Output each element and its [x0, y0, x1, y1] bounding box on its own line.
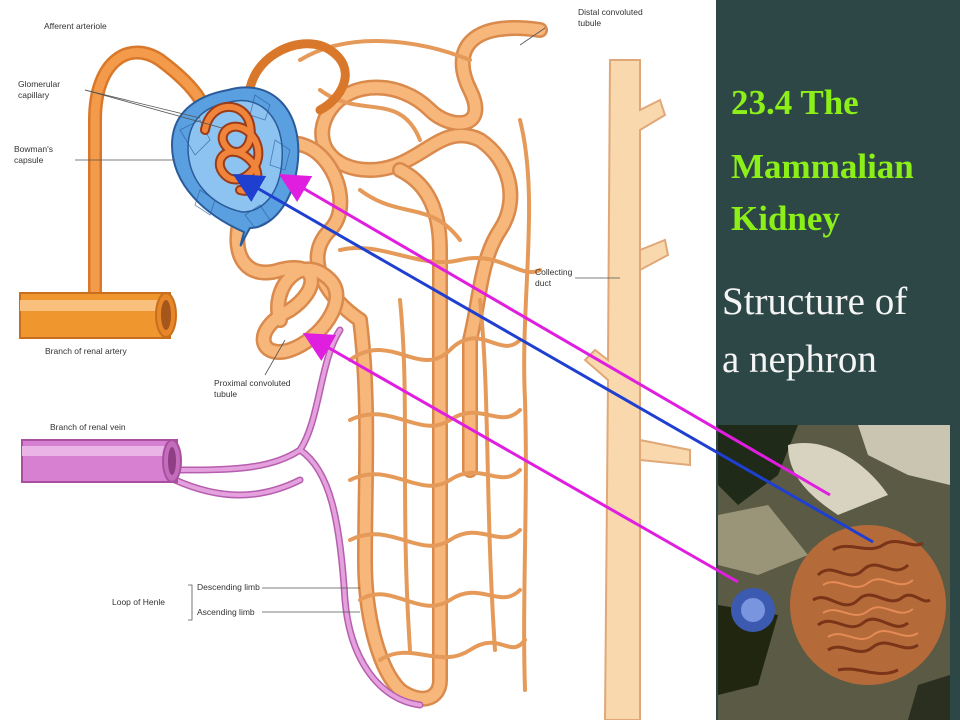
glomerulus	[200, 101, 264, 196]
label-proximal-tubule-2: tubule	[214, 389, 237, 399]
efferent-arteriole	[244, 39, 350, 115]
slide-title-line-2: Mammalian	[731, 147, 914, 186]
label-collecting-duct: Collecting	[535, 267, 573, 277]
label-glomerular-capillary-2: capillary	[18, 90, 50, 100]
label-descending-limb: Descending limb	[197, 582, 260, 592]
label-afferent-arteriole: Afferent arteriole	[44, 21, 107, 31]
slide-title-line-1: 23.4 The	[731, 83, 859, 122]
bowmans-capsule	[170, 86, 300, 247]
label-loop-of-henle: Loop of Henle	[112, 597, 165, 607]
label-distal-tubule: Distal convoluted	[578, 7, 643, 17]
label-renal-vein: Branch of renal vein	[50, 422, 126, 432]
label-bowmans-capsule: Bowman's	[14, 144, 53, 154]
label-glomerular-capillary: Glomerular	[18, 79, 60, 89]
slide-subtitle-line-1: Structure of	[722, 280, 908, 323]
title-panel: 23.4 The Mammalian Kidney Structure of a…	[716, 0, 960, 720]
label-proximal-tubule: Proximal convoluted	[214, 378, 291, 388]
collecting-duct	[583, 59, 691, 720]
label-distal-tubule-2: tubule	[578, 18, 601, 28]
label-ascending-limb: Ascending limb	[197, 607, 255, 617]
label-renal-artery: Branch of renal artery	[45, 346, 127, 356]
slide-title-line-3: Kidney	[731, 199, 840, 238]
label-collecting-duct-2: duct	[535, 278, 552, 288]
micrograph-image	[718, 425, 950, 720]
capillary-network	[298, 39, 542, 692]
slide-subtitle-line-2: a nephron	[722, 338, 877, 381]
label-bowmans-capsule-2: capsule	[14, 155, 44, 165]
